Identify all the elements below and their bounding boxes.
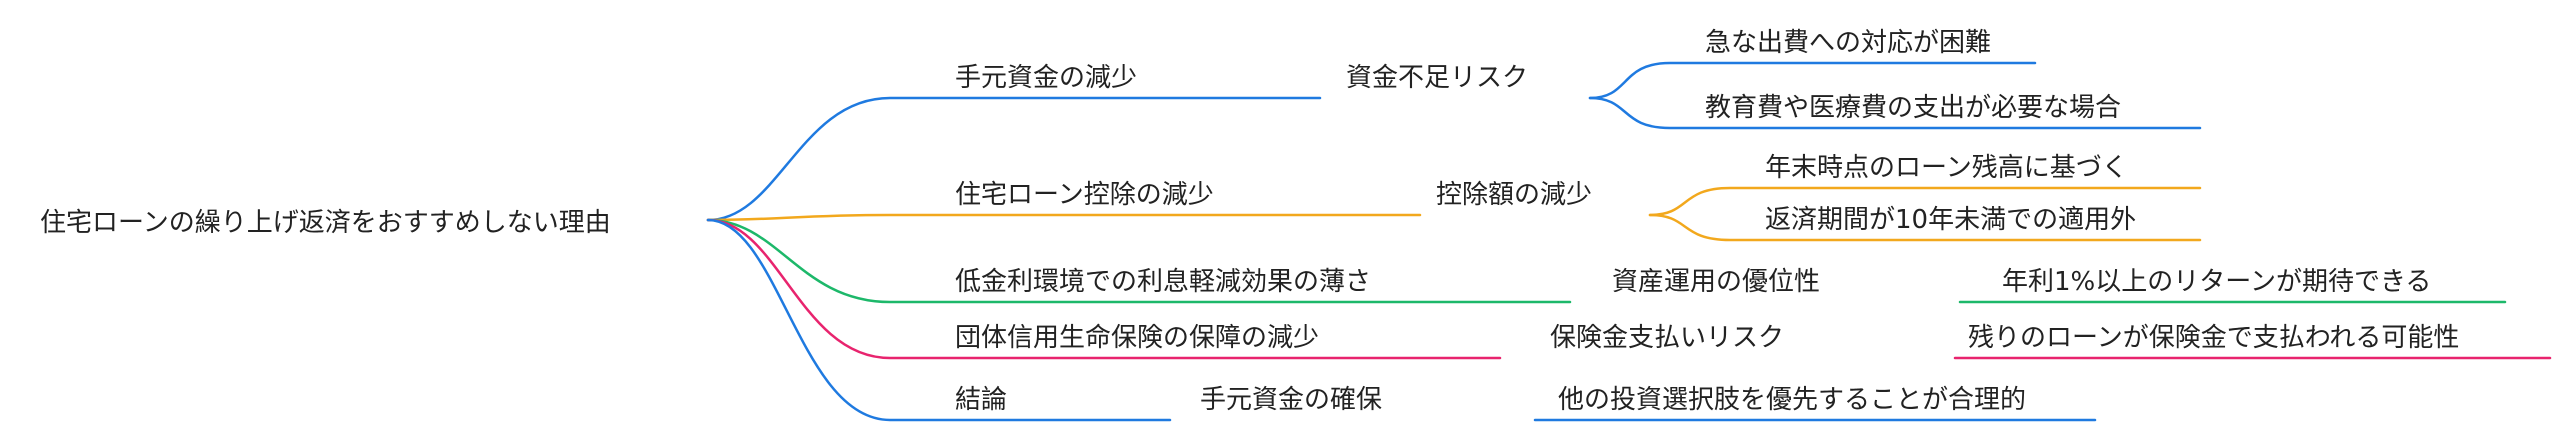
leaf-edge: [1648, 213, 2202, 242]
mindmap-labels: 住宅ローンの繰り上げ返済をおすすめしない理由 手元資金の減少 資金不足リスク 急な出…: [40, 28, 2459, 415]
leaf-edge: [1648, 186, 2202, 217]
branch-label: 団体信用生命保険の保障の減少: [955, 323, 1319, 353]
sub-branch-label: 控除額の減少: [1436, 180, 1592, 210]
branch-edge: [706, 218, 1172, 422]
leaf-label: 返済期間が10年未満での適用外: [1765, 205, 2136, 235]
leaf-label: 急な出費への対応が困難: [1705, 28, 1991, 58]
sub-branch-label: 資産運用の優位性: [1612, 267, 1820, 297]
leaf-label: 他の投資選択肢を優先することが合理的: [1558, 385, 2026, 415]
branch-label: 結論: [955, 385, 1007, 415]
leaf-label: 年利1%以上のリターンが期待できる: [2002, 267, 2431, 297]
leaf-label: 教育費や医療費の支出が必要な場合: [1705, 93, 2121, 123]
mindmap-edges: [706, 61, 2552, 422]
leaf-edge: [1588, 96, 2202, 130]
sub-branch-label: 保険金支払いリスク: [1550, 323, 1784, 353]
sub-branch-label: 資金不足リスク: [1346, 63, 1528, 93]
branch-label: 低金利環境での利息軽減効果の薄さ: [955, 267, 1371, 297]
branch-edge: [706, 218, 1572, 304]
branch-edge: [706, 96, 1322, 222]
branch-label: 手元資金の減少: [955, 63, 1137, 93]
leaf-label: 残りのローンが保険金で支払われる可能性: [1968, 323, 2459, 353]
root-node-label: 住宅ローンの繰り上げ返済をおすすめしない理由: [40, 208, 611, 238]
branch-edge: [706, 218, 1502, 360]
branch-edge: [706, 213, 1422, 222]
branch-label: 住宅ローン控除の減少: [955, 180, 1214, 210]
sub-branch-label: 手元資金の確保: [1200, 385, 1382, 415]
leaf-edge: [1588, 61, 2037, 100]
leaf-label: 年末時点のローン残高に基づく: [1765, 153, 2128, 183]
